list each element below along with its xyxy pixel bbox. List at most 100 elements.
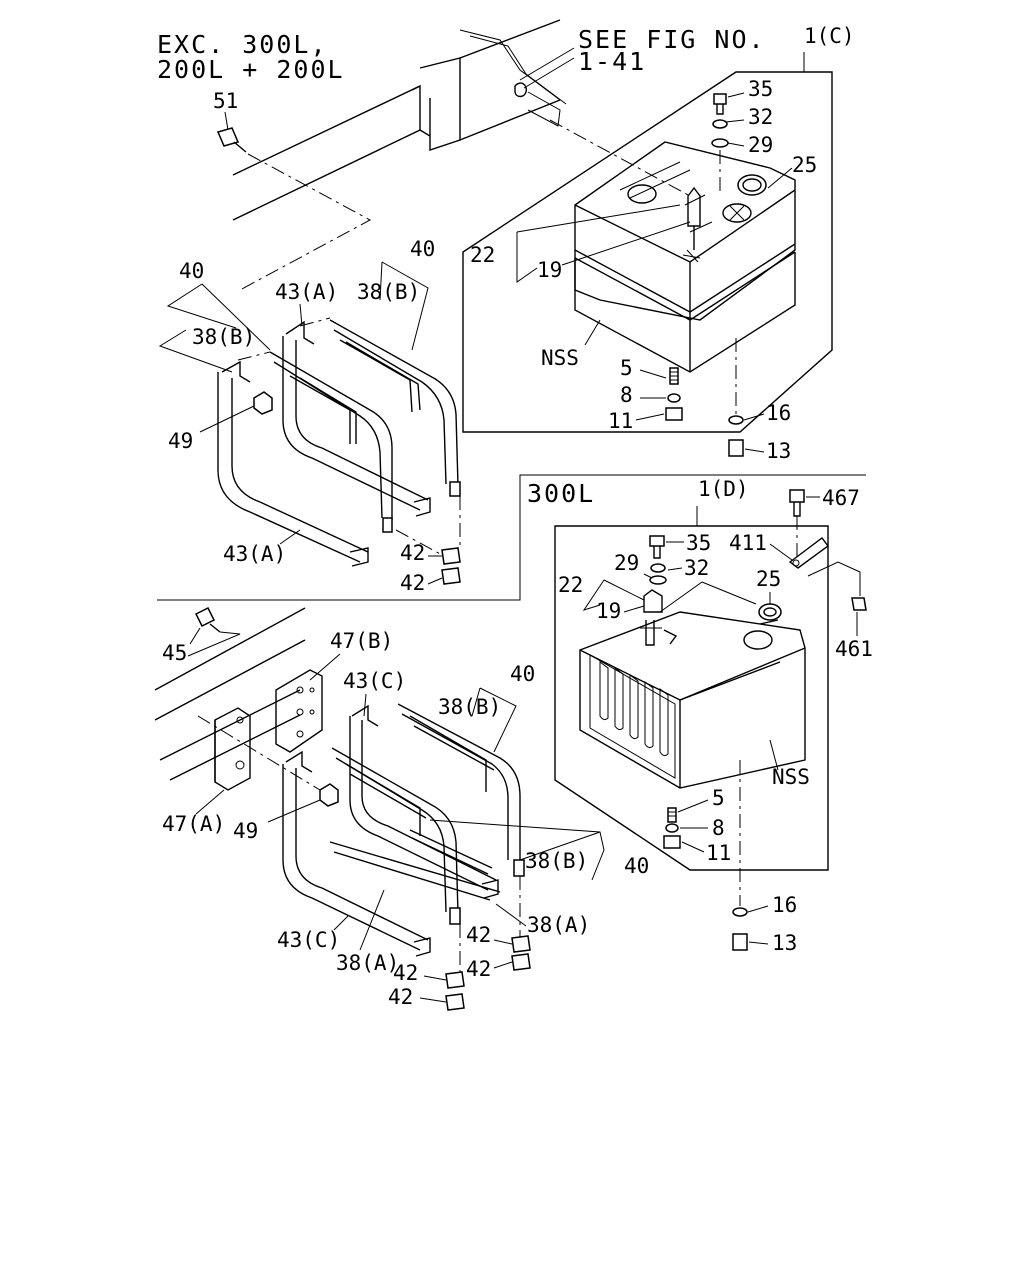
label-40-top-right: 40	[410, 237, 435, 261]
leader-38a-right	[495, 903, 527, 927]
nut-49-bottom	[319, 783, 339, 807]
leaders-42-top	[427, 555, 443, 585]
label-43c-bottom: 43(C)	[277, 928, 340, 952]
box-1c-outline	[462, 71, 833, 433]
label-38b-bottom-right: 38(B)	[525, 849, 588, 873]
label-38b-top-left: 38(B)	[192, 325, 255, 349]
label-42a: 42	[400, 541, 425, 565]
label-25-top: 25	[792, 153, 817, 177]
label-51: 51	[213, 89, 238, 113]
label-19-300l: 19	[596, 599, 621, 623]
plate-47a	[214, 707, 251, 791]
label-1d: 1(D)	[698, 477, 749, 501]
label-1c: 1(C)	[804, 24, 855, 48]
leader-40-bottom-right	[429, 819, 605, 881]
leader-43a-bottom	[279, 529, 301, 545]
label-411: 411	[729, 531, 767, 555]
box-1d-outline	[554, 525, 829, 871]
frame-rail-top	[232, 19, 567, 221]
label-nss-300l: NSS	[772, 765, 810, 789]
fasteners-300l	[643, 535, 782, 625]
fuel-tank-300l	[579, 611, 806, 789]
leader-49-bottom	[267, 799, 321, 823]
leaders-300l	[582, 541, 779, 771]
label-32-300l: 32	[684, 556, 709, 580]
frame-rail-bottom	[154, 607, 306, 781]
see-fig-leader	[519, 47, 575, 89]
label-38b-bottom-top: 38(B)	[438, 695, 501, 719]
label-40-bottom-top: 40	[510, 662, 535, 686]
nut-49-top	[253, 391, 273, 415]
heading-see-fig-line1: SEE FIG NO.	[578, 25, 766, 54]
bolt-51-axis	[239, 153, 372, 291]
leader-40-bottom-top	[471, 687, 517, 753]
leader-38b-top-left	[158, 329, 233, 373]
label-38b-top-right: 38(B)	[357, 280, 420, 304]
leaders-bracket	[769, 496, 858, 636]
bolt-51-shank	[233, 141, 247, 153]
axes-42-bottom	[459, 876, 521, 978]
leaders-drain-top	[635, 369, 667, 421]
nut-13-300l	[732, 933, 748, 951]
leaders-drain-300l	[677, 799, 709, 853]
leaders-42-bottom	[419, 939, 513, 1003]
label-29-top: 29	[748, 133, 773, 157]
leader-45	[187, 627, 241, 657]
label-47a: 47(A)	[162, 812, 225, 836]
bolt-45	[194, 606, 216, 628]
label-16-300l: 16	[772, 893, 797, 917]
label-42b: 42	[400, 571, 425, 595]
leader-40-top-left	[166, 283, 271, 351]
label-45: 45	[162, 641, 187, 665]
label-13-top: 13	[766, 439, 791, 463]
heading-300l: 300L	[527, 479, 595, 508]
leader-43c-top	[363, 693, 367, 717]
label-35-top: 35	[748, 77, 773, 101]
nut-42d	[511, 953, 531, 971]
heading-see-fig-line2: 1-41	[578, 47, 646, 76]
label-467: 467	[822, 486, 860, 510]
nut-42b	[441, 567, 461, 585]
label-35-300l: 35	[686, 531, 711, 555]
section-divider	[157, 474, 866, 601]
label-11-top: 11	[608, 409, 633, 433]
heading-exc-line1: EXC. 300L,	[157, 30, 328, 59]
leaders-top	[516, 92, 793, 346]
leader-38a-bottom	[359, 889, 385, 951]
strap-assembly-top	[217, 317, 461, 567]
leader-43a-top	[299, 303, 303, 327]
leader-40-top-right	[379, 261, 429, 351]
leader-47a	[195, 789, 225, 815]
drain-plug-top	[665, 367, 683, 421]
leaders-16-13-top	[743, 413, 765, 453]
drain-plug-300l	[663, 807, 681, 849]
nut-13-top	[728, 439, 744, 457]
label-49-top: 49	[168, 429, 193, 453]
label-8-top: 8	[620, 383, 633, 407]
bracket-411	[788, 489, 867, 611]
label-29-300l: 29	[614, 551, 639, 575]
bolt-45-shank	[209, 623, 221, 633]
nut-42e	[445, 971, 465, 989]
label-42f: 42	[388, 985, 413, 1009]
label-22-300l: 22	[558, 573, 583, 597]
label-49-bottom: 49	[233, 819, 258, 843]
leader-43c-bottom	[333, 915, 349, 931]
label-43c-top: 43(C)	[343, 669, 406, 693]
axis-42-top	[395, 496, 461, 557]
heading-exc-line2: 200L + 200L	[157, 55, 345, 84]
label-19-top: 19	[537, 258, 562, 282]
nut-42f	[445, 993, 465, 1011]
label-5-300l: 5	[712, 786, 725, 810]
nut-42a	[441, 547, 461, 565]
label-47b: 47(B)	[330, 629, 393, 653]
fuel-tank-top	[574, 141, 796, 373]
label-13-300l: 13	[772, 931, 797, 955]
label-16-top: 16	[766, 401, 791, 425]
label-32-top: 32	[748, 105, 773, 129]
washer-16-300l	[732, 907, 748, 917]
label-nss-top: NSS	[541, 346, 579, 370]
leader-49-top	[199, 405, 255, 433]
label-8-300l: 8	[712, 816, 725, 840]
label-43a-bottom: 43(A)	[223, 542, 286, 566]
